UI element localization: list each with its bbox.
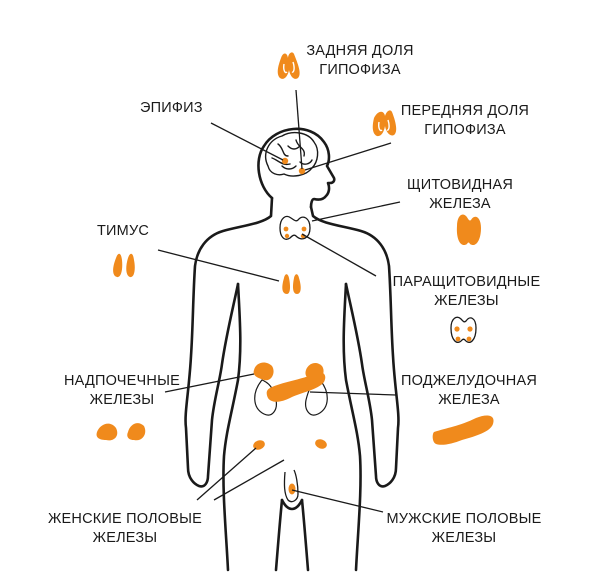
label-male-gonads-line1: МУЖСКИЕ ПОЛОВЫЕ — [386, 511, 542, 527]
brain — [264, 131, 319, 177]
label-adrenal: НАДПОЧЕЧНЫЕ ЖЕЛЕЗЫ — [52, 372, 192, 410]
label-pancreas: ПОДЖЕЛУДОЧНАЯ ЖЕЛЕЗА — [388, 372, 550, 410]
label-female-gonads-line1: ЖЕНСКИЕ ПОЛОВЫЕ — [47, 511, 203, 527]
torso-left — [222, 282, 242, 572]
label-anterior-pituitary-line2: ГИПОФИЗА — [424, 122, 506, 138]
left-arm-outline — [184, 196, 274, 488]
thymus-in-body — [282, 274, 301, 294]
label-parathyroid: ПАРАЩИТОВИДНЫЕ ЖЕЛЕЗЫ — [384, 273, 549, 311]
pancreas-in-body — [266, 372, 326, 402]
label-parathyroid-line1: ПАРАЩИТОВИДНЫЕ — [392, 274, 541, 290]
right-arm-outline — [309, 205, 400, 488]
pancreas-icon — [432, 415, 494, 445]
label-adrenal-line2: ЖЕЛЕЗЫ — [89, 392, 155, 408]
pointer-lines — [157, 89, 401, 513]
thyroid-in-body — [279, 215, 311, 240]
label-posterior-pituitary-line1: ЗАДНЯЯ ДОЛЯ — [306, 43, 414, 59]
label-female-gonads-line2: ЖЕЛЕЗЫ — [92, 530, 158, 546]
label-male-gonads-line2: ЖЕЛЕЗЫ — [431, 530, 497, 546]
pineal-dot — [281, 157, 289, 165]
label-pancreas-line2: ЖЕЛЕЗА — [438, 392, 500, 408]
inner-leg-left — [274, 498, 284, 572]
label-posterior-pituitary-line2: ГИПОФИЗА — [319, 62, 401, 78]
parathyroid-icon — [450, 316, 477, 343]
male-genitals-in-body — [283, 469, 299, 503]
label-pancreas-line1: ПОДЖЕЛУДОЧНАЯ — [401, 373, 537, 389]
label-thyroid-line2: ЖЕЛЕЗА — [429, 196, 491, 212]
head-outline — [257, 127, 336, 209]
label-pineal: ЭПИФИЗ — [140, 99, 220, 118]
label-pineal-line1: ЭПИФИЗ — [140, 100, 203, 116]
crotch — [280, 498, 304, 511]
adrenal-icon — [96, 423, 146, 441]
posterior-pituitary-icon — [277, 52, 300, 79]
label-parathyroid-line2: ЖЕЛЕЗЫ — [434, 293, 499, 309]
label-thymus: ТИМУС — [97, 222, 177, 241]
torso-right — [342, 282, 362, 572]
thyroid-icon — [456, 214, 481, 246]
label-posterior-pituitary: ЗАДНЯЯ ДОЛЯ ГИПОФИЗА — [300, 42, 420, 80]
pituitary-dot — [298, 167, 306, 175]
label-anterior-pituitary-line1: ПЕРЕДНЯЯ ДОЛЯ — [400, 103, 530, 119]
label-thyroid: ЩИТОВИДНАЯ ЖЕЛЕЗА — [400, 176, 520, 214]
label-anterior-pituitary: ПЕРЕДНЯЯ ДОЛЯ ГИПОФИЗА — [390, 102, 540, 140]
ovaries-in-body — [253, 439, 327, 450]
inner-leg-right — [300, 498, 310, 572]
thymus-icon — [113, 253, 135, 278]
label-adrenal-line1: НАДПОЧЕЧНЫЕ — [63, 373, 180, 389]
label-male-gonads: МУЖСКИЕ ПОЛОВЫЕ ЖЕЛЕЗЫ — [374, 510, 554, 548]
label-female-gonads: ЖЕНСКИЕ ПОЛОВЫЕ ЖЕЛЕЗЫ — [36, 510, 214, 548]
label-thymus-line1: ТИМУС — [97, 223, 150, 239]
body-outline — [184, 127, 400, 572]
anterior-pituitary-icon — [372, 110, 397, 137]
label-thyroid-line1: ЩИТОВИДНАЯ — [406, 177, 514, 193]
